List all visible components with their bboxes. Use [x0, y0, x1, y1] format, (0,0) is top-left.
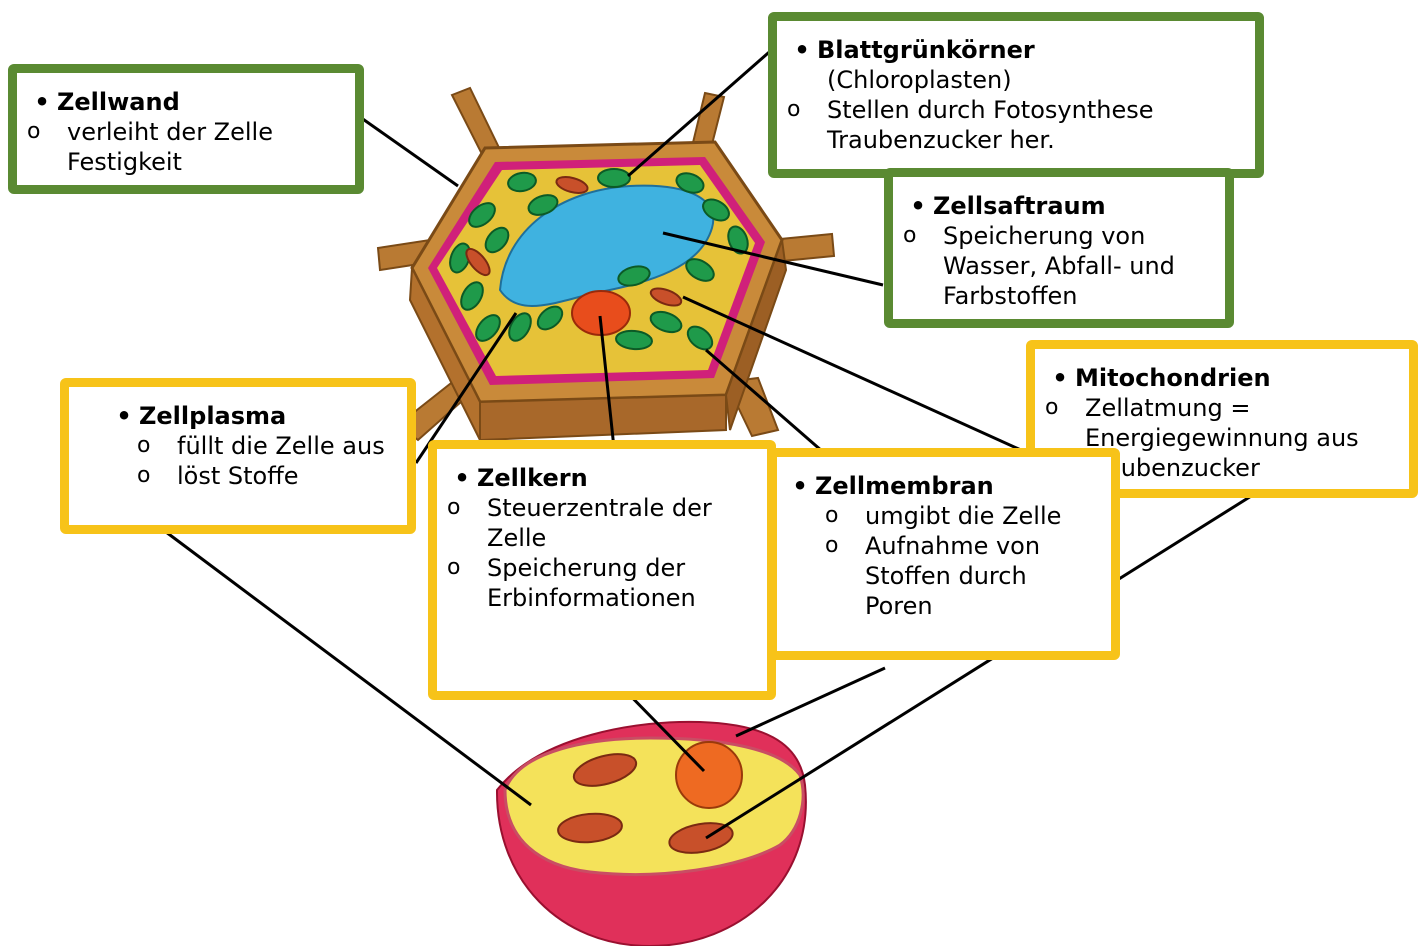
- label-title: Mitochondrien: [1075, 363, 1271, 393]
- bullet-icon: •: [903, 191, 933, 221]
- label-subtitle-row: (Chloroplasten): [787, 65, 1241, 95]
- line-zellwand: [350, 110, 458, 186]
- ring-bullet-icon: o: [137, 431, 177, 461]
- label-title: Zellsaftraum: [933, 191, 1106, 221]
- animal-cell: [497, 722, 806, 946]
- bullet-icon: •: [109, 401, 139, 431]
- ring-bullet-icon: o: [787, 95, 827, 125]
- ring-bullet-icon: o: [1045, 393, 1085, 423]
- bullet-icon: •: [785, 471, 815, 501]
- ring-bullet-icon: o: [137, 461, 177, 491]
- ring-bullet-icon: o: [825, 501, 865, 531]
- label-title: Zellmembran: [815, 471, 994, 501]
- label-title: Zellwand: [57, 87, 180, 117]
- bullet-icon: •: [787, 35, 817, 65]
- bullet-icon: •: [1045, 363, 1075, 393]
- ring-bullet-icon: o: [447, 493, 487, 523]
- ring-bullet-icon: o: [903, 221, 943, 251]
- bullet-icon: •: [447, 463, 477, 493]
- ring-bullet-icon: o: [447, 553, 487, 583]
- ring-bullet-icon: o: [825, 531, 865, 561]
- plant-cell: [378, 88, 834, 440]
- ring-bullet-icon: o: [27, 117, 67, 147]
- bullet-icon: •: [27, 87, 57, 117]
- label-title: Zellplasma: [139, 401, 286, 431]
- label-title: Zellkern: [477, 463, 588, 493]
- label-title: Blattgrünkörner: [817, 35, 1035, 65]
